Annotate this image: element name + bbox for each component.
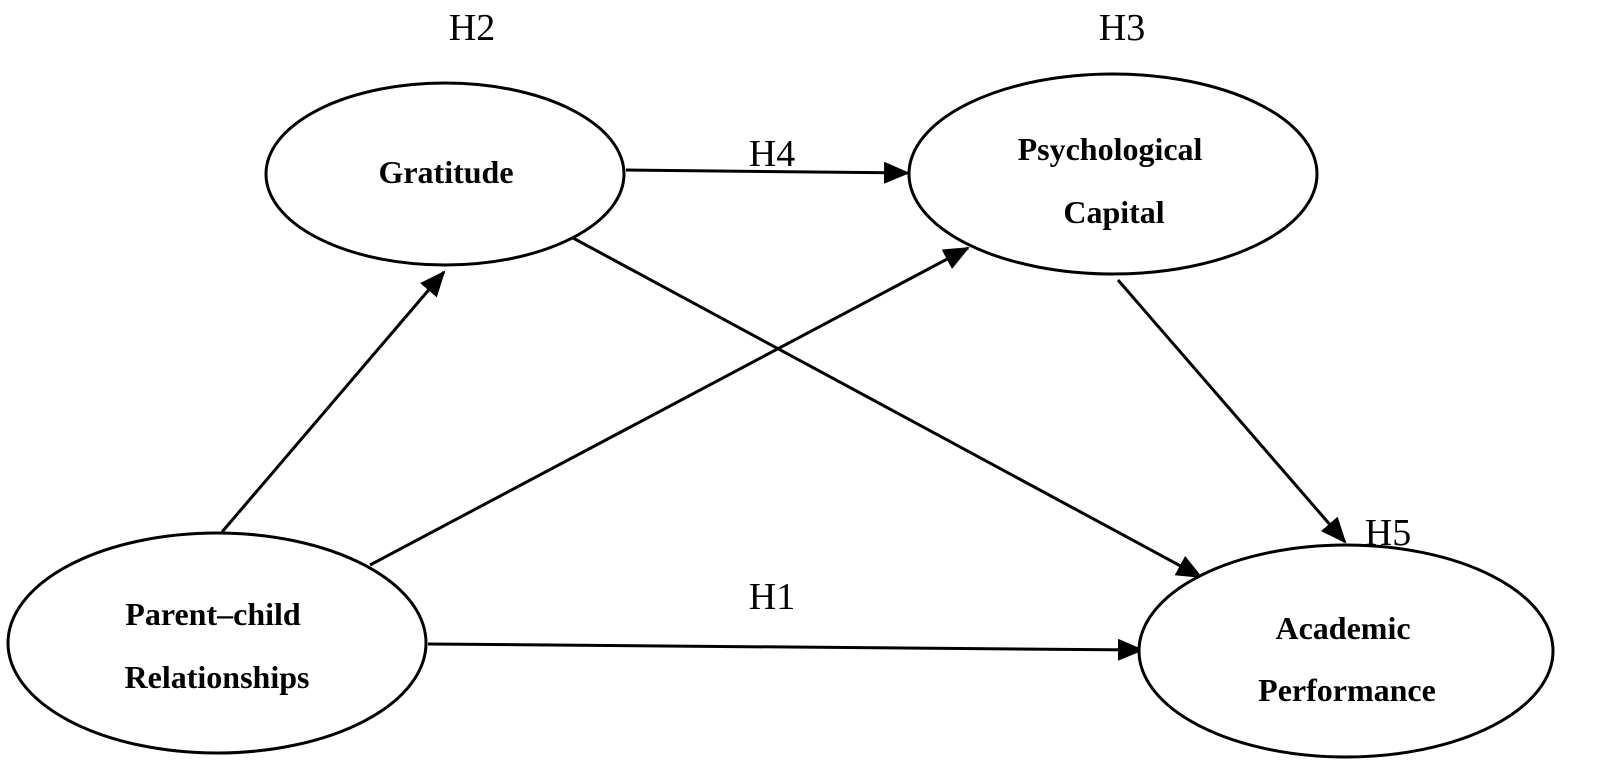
edge-gratitude-to-psychological-capital: [625, 161, 910, 184]
node-academic-performance-line-1: Academic: [1275, 610, 1410, 646]
node-psychological-capital-line-2: Capital: [1063, 194, 1164, 230]
node-parent-child-relationships-ellipse: [6, 531, 428, 755]
edges: [220, 161, 1347, 661]
node-psychological-capital-label: Psychological Capital: [1018, 131, 1211, 230]
hypothesis-label-h2: H2: [449, 7, 495, 49]
node-gratitude: Gratitude: [264, 81, 626, 267]
node-psychological-capital-line-1: Psychological: [1018, 131, 1203, 167]
node-parent-child-relationships: Parent–child Relationships: [6, 531, 428, 755]
edge-gratitude-to-academic-performance: [572, 236, 1203, 579]
node-parent-child-relationships-line-1: Parent–child: [125, 596, 301, 632]
edge-parent-child-to-academic-performance: [427, 638, 1144, 661]
edge-parent-child-to-gratitude: [220, 270, 446, 533]
edge-psychological-capital-to-academic-performance: [1116, 279, 1347, 544]
node-academic-performance-ellipse: [1137, 543, 1555, 759]
node-academic-performance: Academic Performance: [1137, 543, 1555, 759]
edge-parent-child-to-psychological-capital: [369, 246, 970, 567]
node-academic-performance-label: Academic Performance: [1258, 610, 1436, 708]
node-parent-child-relationships-label: Parent–child Relationships: [125, 596, 310, 695]
hypothesis-label-h4: H4: [749, 133, 795, 175]
node-psychological-capital: Psychological Capital: [907, 72, 1319, 276]
node-psychological-capital-ellipse: [907, 72, 1319, 276]
node-gratitude-line-1: Gratitude: [378, 154, 513, 190]
hypothesis-label-h3: H3: [1099, 7, 1145, 49]
node-gratitude-ellipse: [264, 81, 626, 267]
node-academic-performance-line-2: Performance: [1258, 672, 1436, 708]
node-parent-child-relationships-line-2: Relationships: [125, 659, 310, 695]
node-gratitude-label: Gratitude: [378, 154, 513, 190]
hypothesis-labels: H2 H3 H4 H1 H5: [449, 7, 1411, 618]
hypothesis-label-h5: H5: [1365, 512, 1411, 554]
hypothesis-label-h1: H1: [749, 576, 795, 618]
